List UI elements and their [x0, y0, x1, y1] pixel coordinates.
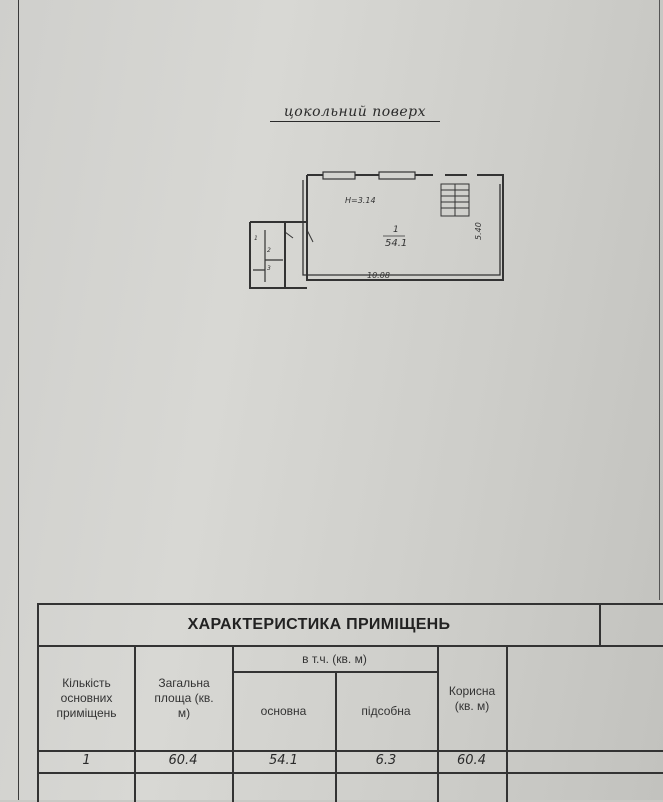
table-rule [39, 750, 663, 752]
plan-height-label: H=3.14 [345, 196, 376, 205]
value-useful: 60.4 [457, 753, 486, 768]
frame-right-edge [659, 0, 660, 600]
header-useful: Корисна (кв. м) [448, 683, 496, 713]
plan-window [378, 171, 416, 180]
header-main: основна [260, 704, 307, 718]
value-total: 60.4 [168, 753, 198, 768]
plan-annex-marks: 2 [267, 247, 271, 254]
plan-annex-wall [249, 221, 307, 289]
header-aux: підсобна [361, 704, 411, 718]
plan-window [322, 171, 356, 180]
table-rule [39, 645, 663, 647]
floor-title: цокольний поверх [270, 104, 440, 122]
table-rule [232, 671, 437, 673]
floor-plan: H=3.14 1 54.1 10.08 5.40 1 2 3 [249, 171, 504, 289]
value-main: 54.1 [269, 753, 298, 768]
plan-annex-partition [253, 230, 283, 282]
value-aux: 6.3 [375, 753, 397, 768]
premises-table: ХАРАКТЕРИСТИКА ПРИМІЩЕНЬ Кількість основ… [37, 603, 663, 802]
plan-room-area: 54.1 [385, 238, 407, 249]
plan-length-label: 10.08 [367, 271, 390, 280]
table-col-divider [506, 645, 508, 802]
plan-door [284, 231, 294, 239]
table-col-divider [232, 645, 234, 802]
header-count: Кількість основних приміщень [56, 676, 117, 720]
page-frame [18, 0, 660, 800]
table-title: ХАРАКТЕРИСТИКА ПРИМІЩЕНЬ [187, 616, 451, 633]
plan-room-number: 1 [393, 225, 399, 235]
table-col-divider [437, 645, 439, 802]
plan-annex-marks: 1 [254, 235, 258, 242]
table-col-divider [134, 645, 136, 802]
plan-inner-wall [302, 180, 501, 276]
plan-annex-marks: 3 [267, 265, 271, 272]
plan-stairs [440, 183, 470, 217]
table-col-divider [335, 671, 337, 802]
header-incl: в т.ч. (кв. м) [302, 651, 367, 666]
plan-width-label: 5.40 [474, 222, 483, 240]
table-rule [39, 772, 663, 774]
plan-door [306, 229, 314, 243]
value-count: 1 [82, 753, 91, 768]
header-total: Загальна площа (кв. м) [154, 676, 214, 720]
table-col-divider [599, 605, 601, 645]
